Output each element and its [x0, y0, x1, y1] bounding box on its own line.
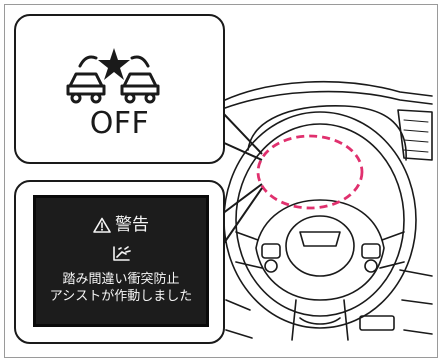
collision-assist-off-icon: [66, 48, 160, 104]
leader-line-top: [221, 111, 263, 161]
leader-line-bottom: [221, 183, 263, 247]
pedal-misapplication-assist-icon: [113, 246, 131, 261]
off-label: OFF: [89, 106, 150, 141]
highlight-ellipse: [256, 134, 364, 210]
warning-display-screen: [33, 195, 209, 327]
warning-triangle-icon: [93, 217, 111, 233]
warning-message-line-2: アシストが作動しました: [49, 289, 193, 304]
warning-heading: 警告: [33, 210, 209, 235]
warning-message-line-1: 踏み間違い衝突防止: [62, 272, 180, 287]
warning-label: 警告: [115, 215, 149, 235]
indicator-callout: [14, 14, 225, 164]
